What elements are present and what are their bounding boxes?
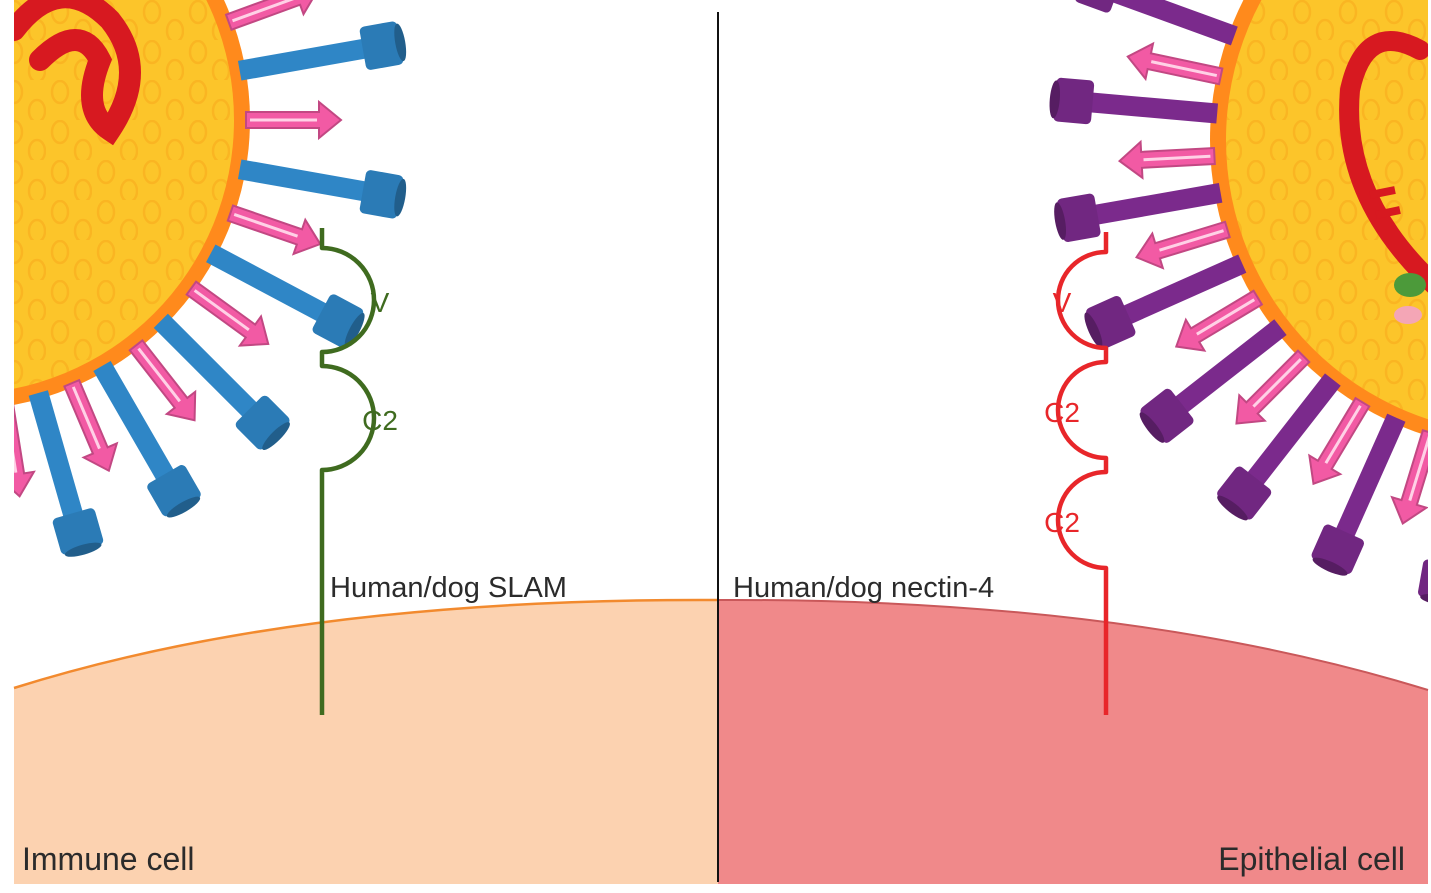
virus-particle-right — [1048, 0, 1431, 608]
f-protein-left-0 — [223, 0, 325, 39]
h-protein-right-6 — [1310, 418, 1396, 579]
h-protein-left-1 — [240, 21, 409, 71]
epithelial-cell-label: Epithelial cell — [1218, 841, 1405, 877]
f-protein-left-2 — [225, 196, 327, 261]
f-protein-right-1 — [1119, 138, 1216, 179]
h-protein-left-3 — [211, 253, 368, 349]
h-protein-left-4 — [161, 321, 293, 453]
h-protein-right-0 — [1070, 0, 1234, 36]
h-protein-left-2 — [240, 169, 409, 219]
h-protein-right-4 — [1136, 327, 1280, 445]
h-protein-right-3 — [1081, 264, 1242, 350]
receptor-domain-label: V — [1053, 287, 1072, 318]
receptor-domain-label: C2 — [362, 405, 398, 436]
f-protein-left-1 — [246, 102, 341, 138]
h-protein-right-5 — [1214, 380, 1332, 524]
slam-label: Human/dog SLAM — [330, 572, 567, 604]
f-protein-left-6 — [0, 400, 37, 499]
nectin-4-label: Human/dog nectin-4 — [733, 572, 994, 604]
f-protein-right-0 — [1124, 39, 1224, 94]
h-protein-right-1 — [1048, 77, 1217, 124]
virus-particle-left — [0, 0, 408, 572]
immune-cell-label: Immune cell — [22, 841, 195, 877]
